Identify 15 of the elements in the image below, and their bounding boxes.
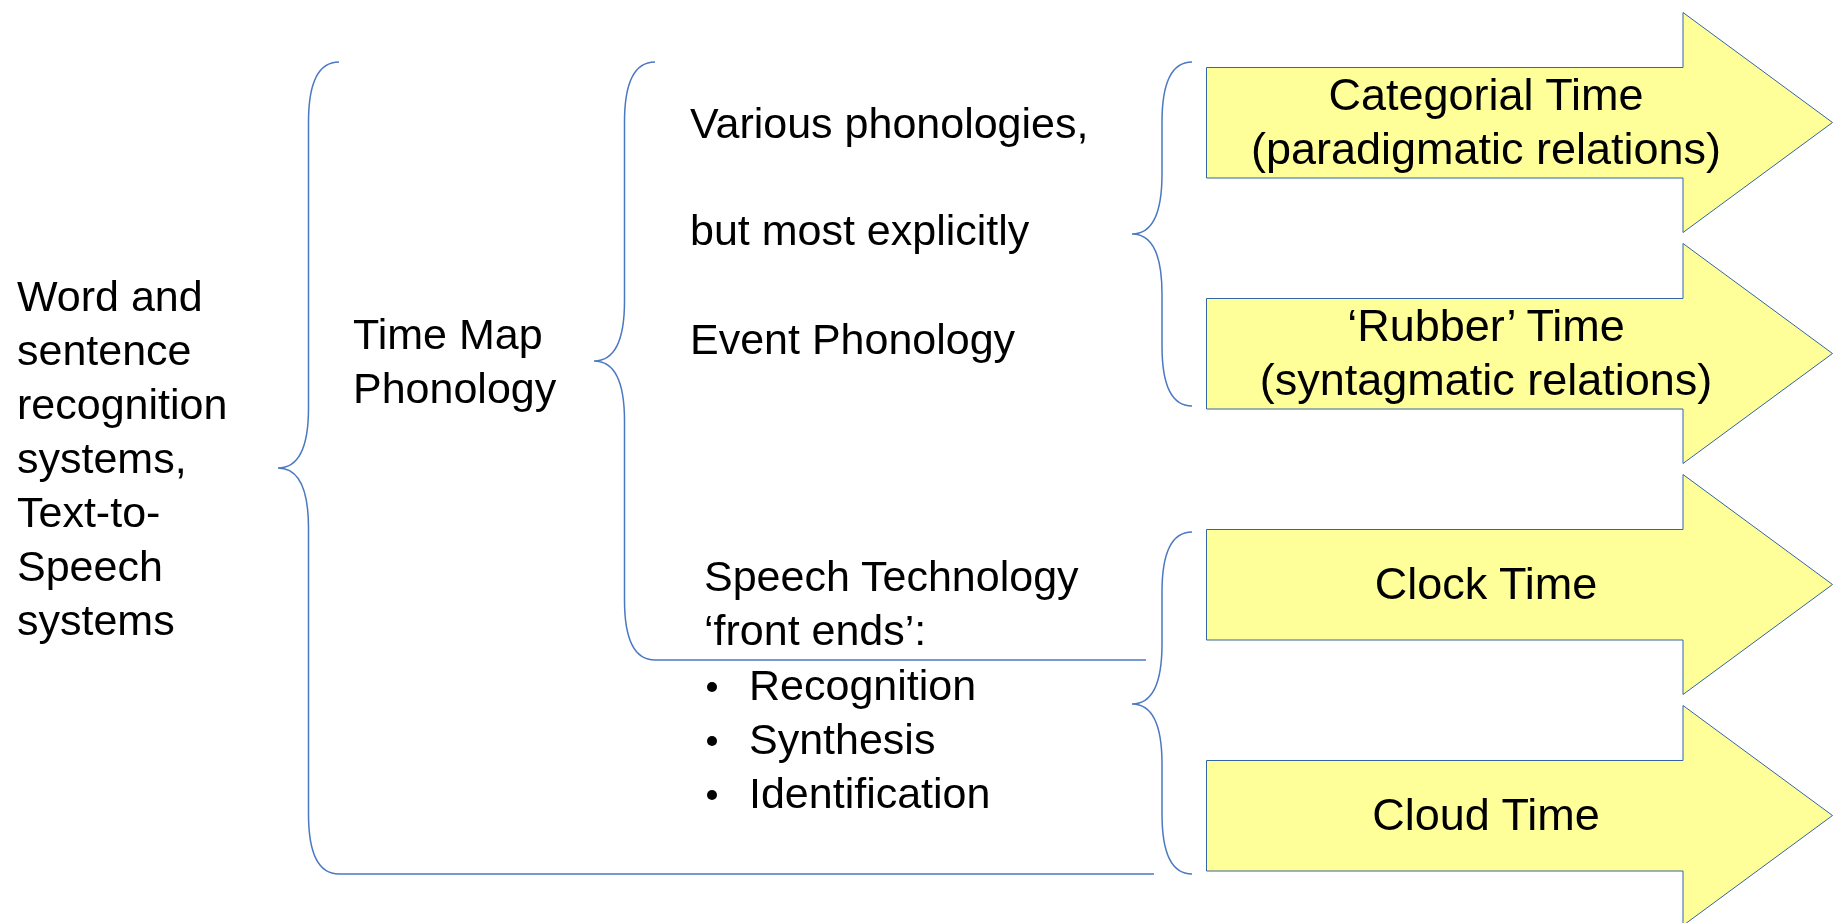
arrow-label: Cloud Time: [1371, 788, 1601, 842]
text-label: Word and sentence recognition systems, Text-to-Speech systems: [17, 271, 229, 646]
text-label: Time Map Phonology: [353, 309, 558, 414]
arrow-label: Categorial Time: [1327, 68, 1645, 122]
text-label: but most explicitly: [690, 205, 1030, 256]
arrow-label: (syntagmatic relations): [1258, 353, 1714, 407]
list-item: Synthesis: [749, 714, 936, 765]
list-item: Recognition: [749, 660, 977, 711]
arrow-label: ‘Rubber’ Time: [1346, 299, 1626, 353]
text-label: Speech Technology ‘front ends’:: [704, 551, 1080, 656]
list-item: Identification: [749, 768, 991, 819]
text-label: Various phonologies,: [690, 98, 1089, 149]
arrow-label: (paradigmatic relations): [1249, 122, 1723, 176]
arrow-label: Clock Time: [1373, 557, 1599, 611]
text-label: Event Phonology: [690, 314, 1016, 365]
